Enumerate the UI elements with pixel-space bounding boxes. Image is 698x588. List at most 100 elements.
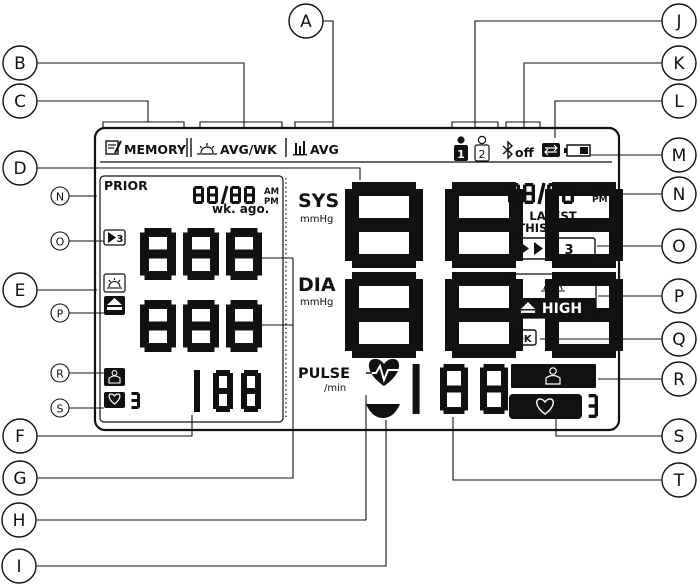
left-cuff-icon	[104, 368, 125, 386]
left-heart-icon	[104, 392, 125, 408]
callout-h: H	[1, 502, 37, 538]
callout-n-small: N	[50, 186, 70, 206]
this-week-label: THIS WEEK	[517, 221, 589, 235]
bar-chart-icon	[293, 141, 307, 156]
pressure-indicator-icon	[366, 404, 400, 418]
svg-text:N: N	[56, 191, 64, 204]
dia-unit: mmHg	[300, 297, 333, 308]
left-top-digit-2	[226, 228, 262, 280]
prior-label: PRIOR	[104, 178, 148, 193]
right-cuff-icon	[511, 364, 596, 388]
sun-icon	[197, 143, 217, 155]
avg-wk-label: AVG/WK	[220, 142, 278, 157]
callout-b: B	[2, 45, 38, 81]
pulse-digits	[412, 364, 508, 414]
svg-text:O: O	[56, 236, 65, 249]
dia-label: DIA	[298, 274, 336, 296]
svg-text:G: G	[13, 469, 26, 489]
left-mid-digit-2	[226, 300, 262, 352]
svg-text:Q: Q	[672, 330, 685, 350]
callout-t: T	[661, 462, 697, 498]
left-pulse-digit-1	[213, 370, 233, 412]
callout-o: O	[661, 228, 697, 264]
avg-label: AVG	[310, 142, 339, 157]
callout-p: P	[661, 278, 697, 314]
prior-date	[193, 185, 255, 205]
left-top-digit-0	[140, 228, 176, 280]
ok-indicator: OK	[510, 329, 537, 346]
callout-l: L	[661, 83, 697, 119]
sys-digits	[345, 182, 623, 268]
prior-date-a-digit-0	[193, 186, 204, 204]
callout-e: E	[2, 272, 38, 308]
prior-pm: PM	[264, 197, 279, 207]
right-heart-count-digit-0	[588, 394, 598, 418]
svg-text:H: H	[13, 511, 26, 531]
callout-m: M	[661, 137, 697, 173]
prior-am: AM	[264, 187, 279, 197]
user-2-icon: 2	[474, 135, 490, 162]
svg-text:N: N	[673, 185, 686, 205]
sys-label: SYS	[298, 190, 339, 212]
right-trend-indicator: 3	[510, 237, 596, 260]
svg-text:OK: OK	[515, 334, 533, 345]
svg-text:I: I	[16, 557, 21, 577]
sys-digit-0	[345, 182, 423, 268]
callout-s-small: S	[50, 398, 70, 418]
svg-text:R: R	[673, 370, 685, 390]
latest-pm: PM	[592, 195, 608, 205]
svg-text:L: L	[674, 92, 684, 112]
left-top-digits	[140, 228, 262, 280]
callout-o-small: O	[50, 231, 70, 251]
right-heart-count	[588, 394, 598, 418]
cuff-fit-icon	[542, 143, 560, 157]
sys-unit: mmHg	[300, 214, 333, 225]
svg-text:2: 2	[479, 148, 486, 161]
callout-r: R	[661, 361, 697, 397]
svg-text:J: J	[675, 12, 681, 32]
callout-d: D	[2, 150, 38, 186]
callout-i: I	[1, 548, 37, 584]
callout-s: S	[661, 418, 697, 454]
svg-text:P: P	[57, 308, 64, 321]
svg-text:F: F	[15, 427, 25, 447]
memory-label: MEMORY	[124, 142, 187, 157]
dia-digit-0	[345, 272, 423, 358]
wk-ago-label: wk. ago.	[212, 202, 269, 216]
left-top-digit-1	[183, 228, 219, 280]
svg-text:3: 3	[117, 234, 124, 245]
svg-text:P: P	[674, 287, 684, 307]
bluetooth-icon	[502, 140, 514, 160]
leader-lines	[33, 20, 666, 567]
left-morning-icon	[103, 273, 126, 293]
svg-text:K: K	[673, 54, 685, 74]
bluetooth-off-label: off	[515, 145, 535, 160]
svg-text:S: S	[674, 427, 685, 447]
pulse-unit: /min	[324, 383, 346, 394]
callout-f: F	[2, 418, 38, 454]
left-trend-indicator: 3	[103, 229, 126, 246]
svg-text:A: A	[300, 12, 312, 32]
svg-text:D: D	[13, 159, 26, 179]
callout-j: J	[661, 3, 697, 39]
left-pulse-digit-2	[241, 370, 261, 412]
left-mid-digit-1	[183, 300, 219, 352]
morning-high-indicator: HIGH	[509, 273, 597, 319]
left-high-icon	[104, 296, 125, 315]
latest-date-b-digit-0	[547, 183, 559, 204]
callout-r-small: R	[50, 363, 70, 383]
callout-k: K	[661, 45, 697, 81]
svg-text:E: E	[15, 281, 26, 301]
callout-g: G	[2, 460, 38, 496]
svg-text:3: 3	[564, 243, 573, 258]
left-mid-digit-0	[140, 300, 176, 352]
callout-n: N	[661, 176, 697, 212]
prior-date-b-digit-1	[244, 186, 255, 204]
right-heart-icon	[509, 394, 582, 419]
left-pulse-digits	[194, 370, 261, 412]
latest-date	[508, 182, 574, 205]
latest-date-b-digit-1	[562, 183, 574, 204]
latest-label: LATEST	[529, 209, 576, 223]
